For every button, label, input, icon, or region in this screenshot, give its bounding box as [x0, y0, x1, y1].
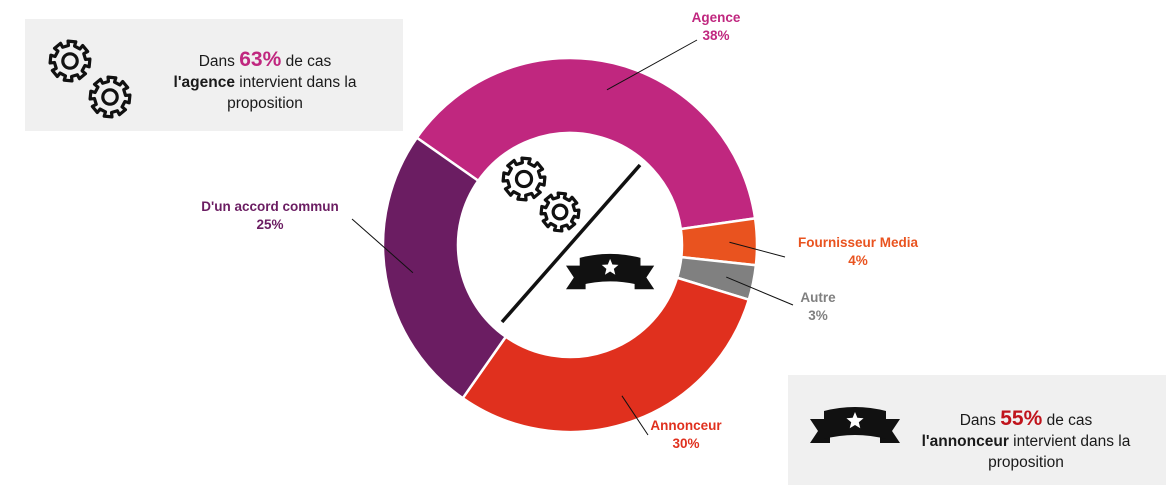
leader-line [729, 241, 786, 258]
leader-line [621, 395, 649, 436]
leader-line [351, 218, 414, 274]
donut-slice-annonceur [460, 276, 751, 434]
slice-label: Agence [692, 10, 741, 25]
gear-icon [539, 191, 581, 233]
star-ribbon-icon [566, 253, 655, 290]
slice-value-label: 3% [808, 308, 828, 323]
leader-line [606, 39, 698, 91]
center-divider [500, 163, 642, 324]
gears-icon [48, 39, 132, 119]
callout-annonceur: Dans 55% de cas l'annonceur intervient d… [788, 375, 1166, 485]
callout-agence-text: Dans 63% de cas l'agence intervient dans… [173, 48, 357, 112]
callout-annonceur-bold: l'annonceur [921, 433, 1009, 450]
gear-icon [48, 39, 92, 83]
callout-annonceur-pct: 55% [1000, 407, 1043, 430]
callout-agence-bold: l'agence [173, 74, 235, 91]
star-ribbon-icon [810, 407, 900, 443]
leader-line [726, 276, 794, 306]
slice-label: Autre [800, 290, 836, 305]
star-ribbon-icon [810, 407, 900, 443]
slice-value-label: 25% [256, 217, 283, 232]
donut-slice-agence [415, 56, 757, 231]
gear-icon [88, 75, 132, 119]
gear-icon [501, 156, 547, 202]
slice-value-label: 4% [848, 253, 868, 268]
slice-value-label: 30% [672, 436, 699, 451]
callout-agence-pct: 63% [239, 48, 282, 71]
slice-label: D'un accord commun [201, 199, 338, 214]
slice-label: Fournisseur Media [798, 235, 919, 250]
donut-slice-d-un-accord-commun [381, 135, 508, 400]
slice-label: Annonceur [650, 418, 722, 433]
slice-value-label: 38% [702, 28, 729, 43]
callout-agence: Dans 63% de cas l'agence intervient dans… [25, 19, 403, 131]
callout-annonceur-text: Dans 55% de cas l'annonceur intervient d… [921, 407, 1131, 471]
